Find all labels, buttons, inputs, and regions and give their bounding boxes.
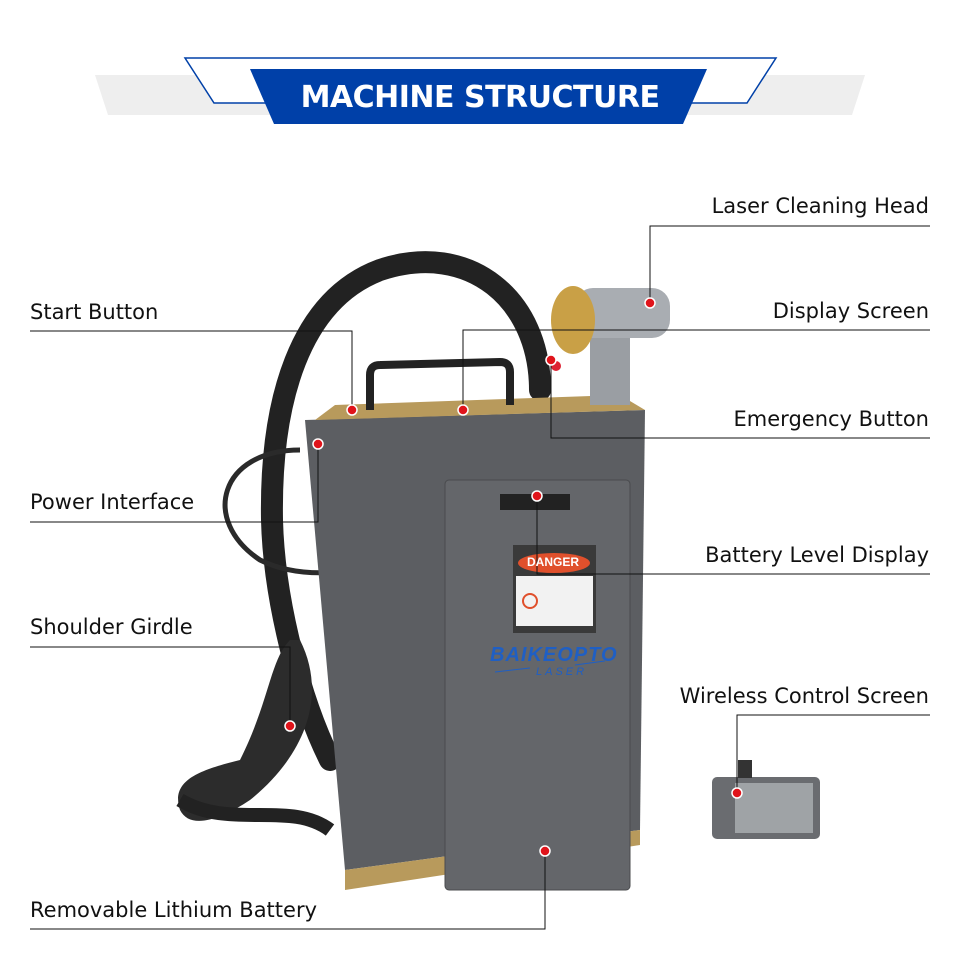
head-stem xyxy=(590,335,630,405)
wireless-clip xyxy=(738,760,752,778)
laser-hazard-icon xyxy=(522,593,538,609)
banner-blue xyxy=(250,69,707,124)
brand-rule-right xyxy=(574,660,606,666)
wireless-screen-display xyxy=(735,783,813,833)
marker-battery-level xyxy=(531,490,543,502)
marker-display-screen xyxy=(457,404,469,416)
marker-laser-head xyxy=(644,297,656,309)
label-shoulder-girdle: Shoulder Girdle xyxy=(30,615,193,639)
danger-text: DANGER xyxy=(527,555,580,569)
brand-logo: BAIKEOPTO xyxy=(490,644,618,666)
leader-lines xyxy=(30,225,930,930)
brand-rule-left xyxy=(494,667,531,673)
shoulder-strap xyxy=(178,640,312,821)
marker-power-interface xyxy=(312,438,324,450)
label-removable-lithium-battery: Removable Lithium Battery xyxy=(30,898,318,922)
marker-shoulder-girdle xyxy=(284,720,296,732)
label-power-interface: Power Interface xyxy=(30,490,195,514)
label-laser-cleaning-head: Laser Cleaning Head xyxy=(711,194,929,218)
danger-label-body xyxy=(516,576,593,626)
carry-handle xyxy=(366,357,514,410)
top-grille xyxy=(315,395,645,420)
marker-start-button xyxy=(346,404,358,416)
marker-wireless-screen xyxy=(731,787,743,799)
page-title: MACHINE STRUCTURE xyxy=(300,79,660,115)
strap-belt xyxy=(176,793,335,836)
label-emergency-button: Emergency Button xyxy=(733,407,929,431)
danger-oval xyxy=(518,553,590,573)
label-wireless-control-screen: Wireless Control Screen xyxy=(679,684,929,708)
brand-subtitle: LASER xyxy=(536,666,588,678)
laser-head-cap xyxy=(551,286,595,354)
fiber-hose xyxy=(260,251,551,771)
label-start-button: Start Button xyxy=(30,300,159,324)
marker-battery xyxy=(539,845,551,857)
marker-emergency-button xyxy=(545,354,557,366)
label-battery-level-display: Battery Level Display xyxy=(705,543,929,567)
label-display-screen: Display Screen xyxy=(772,299,929,323)
battery-level-display xyxy=(500,494,570,510)
